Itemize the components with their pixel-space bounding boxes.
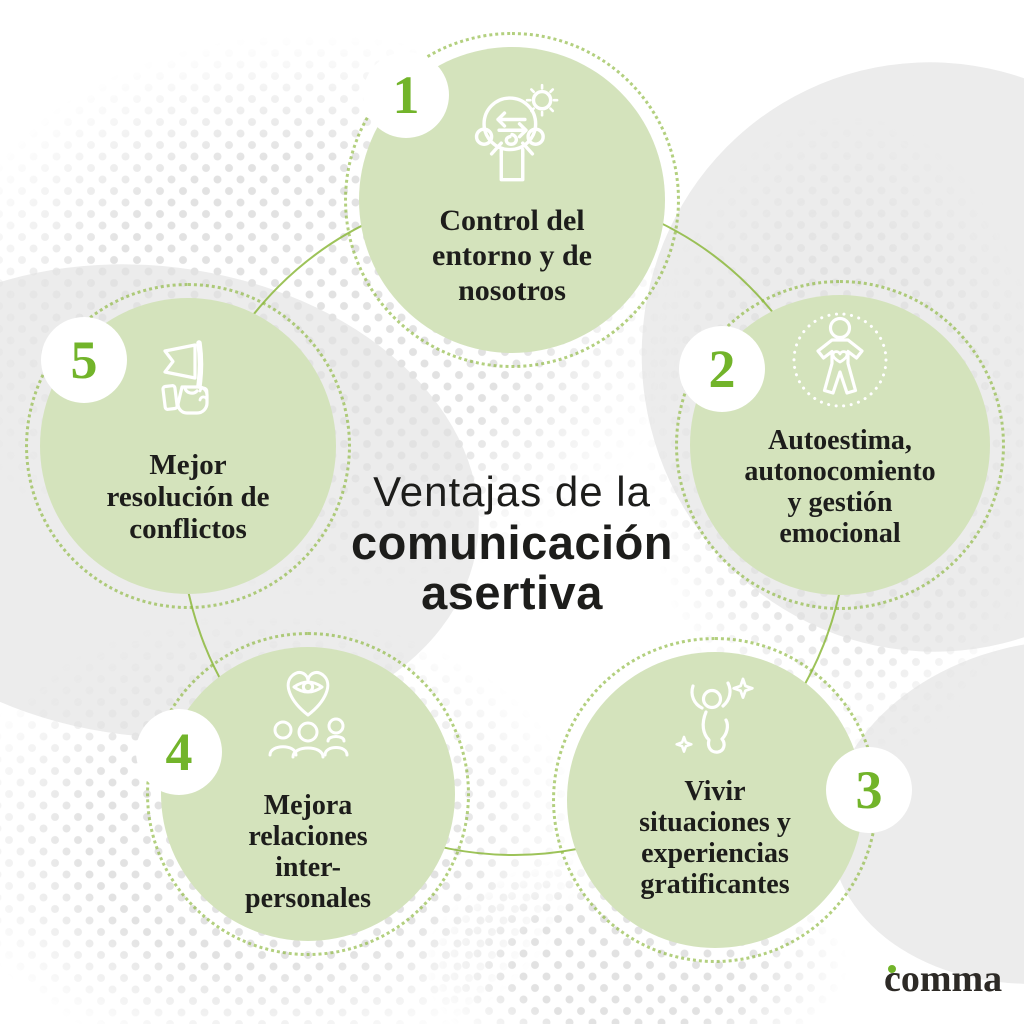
number-badge-2: 2 <box>679 326 765 412</box>
heart-eye-people-icon <box>254 663 362 767</box>
benefit-label-line: resolución de <box>106 481 270 513</box>
benefit-label: Vivir situaciones y experiencias gratifi… <box>567 776 863 900</box>
benefit-label: Autoestima, autonocomiento y gestión emo… <box>690 425 990 549</box>
benefit-label-line: situaciones y <box>639 807 791 838</box>
benefit-label-line: Autoestima, <box>768 425 912 456</box>
benefit-label: Mejora relaciones inter- personales <box>161 790 455 914</box>
benefit-label-line: inter- <box>275 852 341 883</box>
title-line-bold: comunicación <box>350 516 673 569</box>
logo-text: comma <box>884 958 1003 1000</box>
benefit-circle-5: Mejor resolución de conflictos <box>25 283 351 609</box>
joyful-person-stars-icon <box>665 672 765 772</box>
benefit-label-line: y gestión <box>787 487 893 518</box>
number-badge-5: 5 <box>41 317 127 403</box>
benefit-label-line: conflictos <box>129 513 247 545</box>
benefit-label-line: autonocomiento <box>744 456 936 487</box>
benefit-label-line: Control del <box>439 204 585 237</box>
mind-gear-arrows-icon <box>456 83 568 199</box>
number-badge-4: 4 <box>136 709 222 795</box>
benefit-label-line: relaciones <box>248 821 368 852</box>
infographic-title: Ventajas de la comunicación asertiva <box>262 466 762 618</box>
benefit-label: Mejor resolución de conflictos <box>40 449 336 545</box>
benefit-label-line: Vivir <box>684 776 746 807</box>
hand-flag-icon <box>138 334 238 434</box>
title-line-light: Ventajas de la <box>373 468 651 515</box>
benefit-label: Control del entorno y de nosotros <box>359 203 665 308</box>
number-badge-1: 1 <box>363 52 449 138</box>
logo-green-dot <box>888 965 896 973</box>
benefit-circle-4: Mejora relaciones inter- personales <box>146 632 470 956</box>
benefit-label-line: Mejora <box>263 790 353 821</box>
benefit-label-line: emocional <box>779 518 901 549</box>
benefit-label-line: experiencias <box>641 838 789 869</box>
title-line-bold: asertiva <box>421 566 603 619</box>
benefit-label-line: entorno y de <box>432 239 592 272</box>
comma-logo: comma <box>884 958 1002 1000</box>
benefit-circle-3: Vivir situaciones y experiencias gratifi… <box>552 637 878 963</box>
benefit-label-line: personales <box>245 883 371 914</box>
benefit-label-line: gratificantes <box>640 869 790 900</box>
benefit-label-line: nosotros <box>458 274 566 307</box>
person-heart-icon <box>787 307 893 413</box>
number-badge-3: 3 <box>826 747 912 833</box>
benefit-label-line: Mejor <box>149 449 227 481</box>
